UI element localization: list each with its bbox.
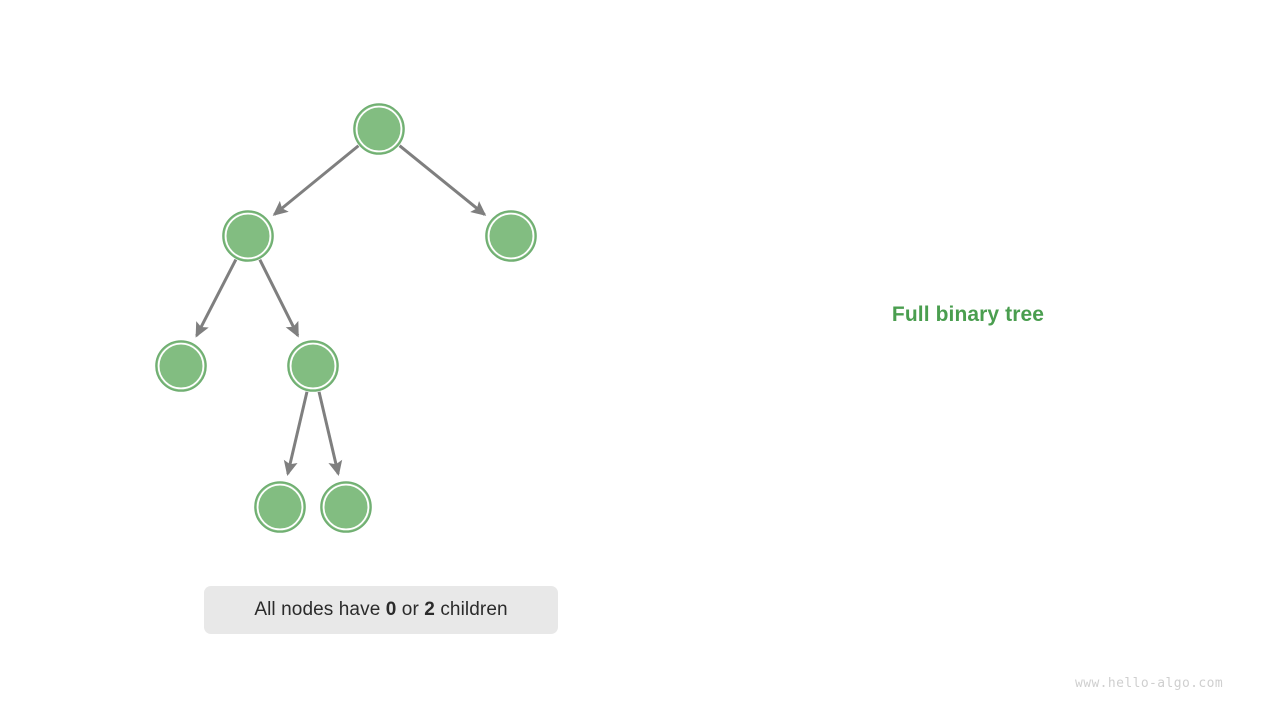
- diagram-title-wrap: Full binary tree: [768, 303, 1168, 327]
- tree-node: [287, 340, 339, 392]
- tree-node-inner-ring: [256, 483, 304, 531]
- tree-node-fill: [160, 345, 202, 387]
- tree-node-fill: [292, 345, 334, 387]
- tree-node-fill: [227, 215, 269, 257]
- caption-text: All nodes have 0 or 2 children: [254, 599, 507, 621]
- edge-layer: [195, 144, 487, 476]
- caption-suffix: children: [434, 599, 508, 620]
- tree-node-inner-ring: [289, 342, 337, 390]
- tree-node-fill: [358, 108, 400, 150]
- tree-node: [222, 210, 274, 262]
- caption-bold-two: 2: [424, 599, 435, 620]
- node-layer: [155, 103, 537, 533]
- tree-node-fill: [490, 215, 532, 257]
- tree-edge: [195, 258, 238, 338]
- caption-box: All nodes have 0 or 2 children: [204, 586, 558, 634]
- tree-edge: [258, 259, 300, 338]
- tree-node: [353, 103, 405, 155]
- tree-node-inner-ring: [157, 342, 205, 390]
- tree-node: [485, 210, 537, 262]
- tree-node-fill: [325, 486, 367, 528]
- tree-node: [254, 481, 306, 533]
- tree-node: [155, 340, 207, 392]
- tree-node-inner-ring: [224, 212, 272, 260]
- caption-middle: or: [396, 599, 425, 620]
- tree-node: [320, 481, 372, 533]
- tree-edge: [317, 391, 343, 476]
- tree-node-inner-ring: [487, 212, 535, 260]
- diagram-title: Full binary tree: [891, 303, 1045, 326]
- caption-bold-zero: 0: [385, 599, 397, 620]
- tree-edge: [283, 391, 309, 476]
- caption-prefix: All nodes have: [254, 599, 386, 620]
- tree-node-fill: [259, 486, 301, 528]
- watermark: www.hello-algo.com: [1075, 676, 1224, 691]
- tree-node-inner-ring: [322, 483, 370, 531]
- tree-edge: [272, 144, 360, 216]
- tree-edge: [398, 144, 487, 216]
- tree-node-inner-ring: [355, 105, 403, 153]
